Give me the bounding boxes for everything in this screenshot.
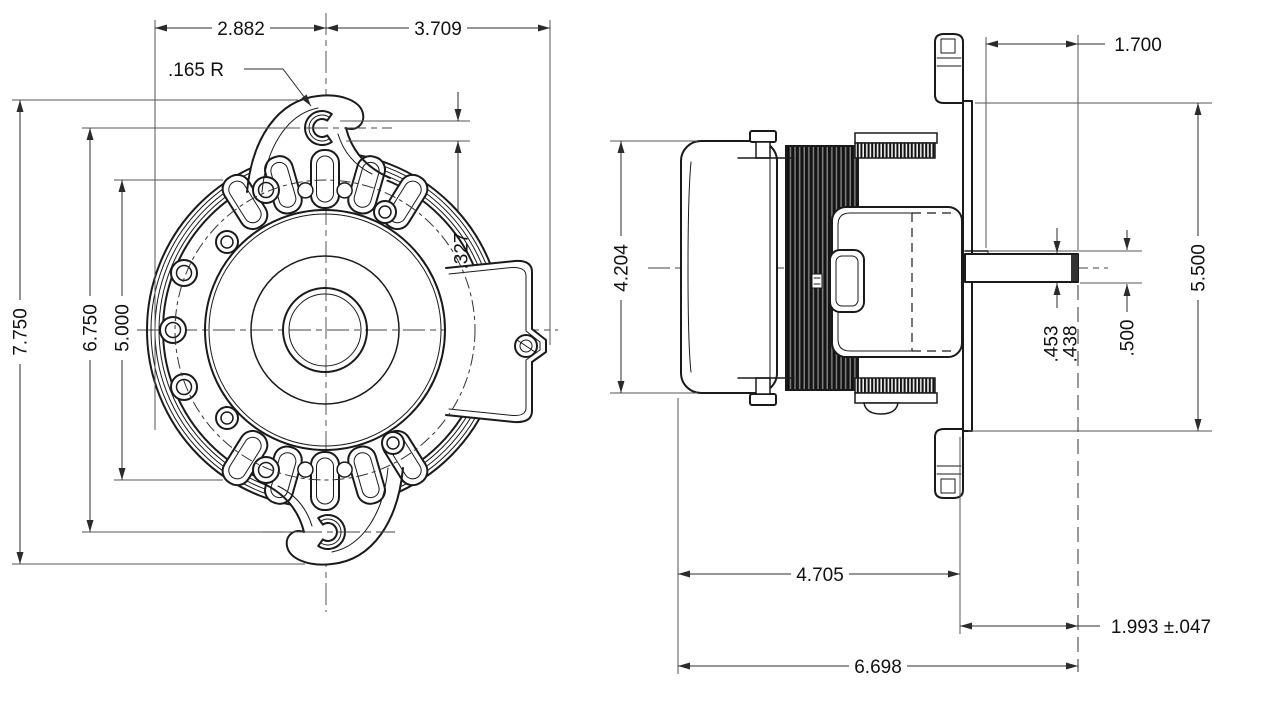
dim-hook-slot-label: .327 xyxy=(452,233,473,270)
dim-flange-height-label: 5.500 xyxy=(1189,244,1210,292)
dim-shaft-flat-length-label: 1.700 xyxy=(1114,35,1162,56)
dim-hook-radius: .165 R xyxy=(168,60,312,107)
dim-body-height-label: 4.204 xyxy=(612,244,633,292)
dim-overall-height: 7.750 xyxy=(9,100,32,564)
drain-bump xyxy=(863,402,899,415)
mounting-screw-bosses xyxy=(159,176,405,484)
through-bolt-bottom xyxy=(737,377,795,406)
flange-ear-top xyxy=(934,33,964,104)
bolt-circle xyxy=(174,179,476,481)
flange-ear-bottom xyxy=(934,428,964,499)
shaft-end-face xyxy=(1071,255,1078,281)
hidden-face-arc xyxy=(420,258,445,402)
dim-bolt-circle: 5.000 xyxy=(111,180,134,480)
top-hook-slot xyxy=(304,110,333,146)
front-housing-bands xyxy=(854,132,938,415)
dim-body-length-label: 4.705 xyxy=(796,565,844,586)
dim-shaft-diameter: .500 xyxy=(1118,230,1139,356)
junction-box-front xyxy=(420,258,547,424)
dim-width-left-label: 2.882 xyxy=(217,19,265,40)
dim-hook-centers: 6.750 xyxy=(79,128,102,532)
dim-shaft-diameter-label: .500 xyxy=(1118,320,1139,357)
side-view xyxy=(648,33,1108,499)
dim-shaft-flat-length: 1.700 xyxy=(986,35,1162,56)
terminal-detail xyxy=(811,273,823,289)
dim-shaft-flat: .453 .438 xyxy=(1042,228,1082,362)
front-view xyxy=(137,13,558,612)
dim-shaft-flat-lower-label: .438 xyxy=(1061,326,1082,363)
conduit-hub xyxy=(829,249,865,313)
dim-width-left: 2.882 xyxy=(155,17,326,40)
dim-overall-length: 6.698 xyxy=(678,655,1078,678)
dim-bolt-circle-label: 5.000 xyxy=(113,304,134,352)
dim-width-right-label: 3.709 xyxy=(414,19,462,40)
dim-width-right: 3.709 xyxy=(326,17,550,40)
dim-flange-height: 5.500 xyxy=(1187,103,1210,431)
dimension-layer: 2.882 3.709 .165 R .327 7.750 xyxy=(9,17,1212,678)
motor-face-circles xyxy=(204,209,446,451)
motor-shaft xyxy=(964,250,1079,283)
dim-shaft-extension-label: 1.993 ±.047 xyxy=(1111,617,1211,638)
motor-back-housing xyxy=(680,140,778,394)
dim-body-height: 4.204 xyxy=(610,141,633,393)
through-bolt-top xyxy=(737,130,795,159)
dim-shaft-extension: 1.993 ±.047 xyxy=(960,617,1211,638)
bottom-hook-slot xyxy=(317,514,346,550)
dim-hook-slot: .327 xyxy=(452,92,473,269)
dim-shaft-flat-upper-label: .453 xyxy=(1042,326,1063,363)
top-mounting-hook xyxy=(246,94,391,193)
dim-overall-height-label: 7.750 xyxy=(11,308,32,356)
dim-overall-length-label: 6.698 xyxy=(854,657,902,678)
vent-fingers xyxy=(221,149,429,511)
dim-hook-radius-label: .165 R xyxy=(168,60,224,81)
junction-box-side xyxy=(811,206,963,358)
dim-hook-centers-label: 6.750 xyxy=(81,304,102,352)
dim-body-length: 4.705 xyxy=(678,563,960,586)
junction-box-screw xyxy=(514,334,538,358)
